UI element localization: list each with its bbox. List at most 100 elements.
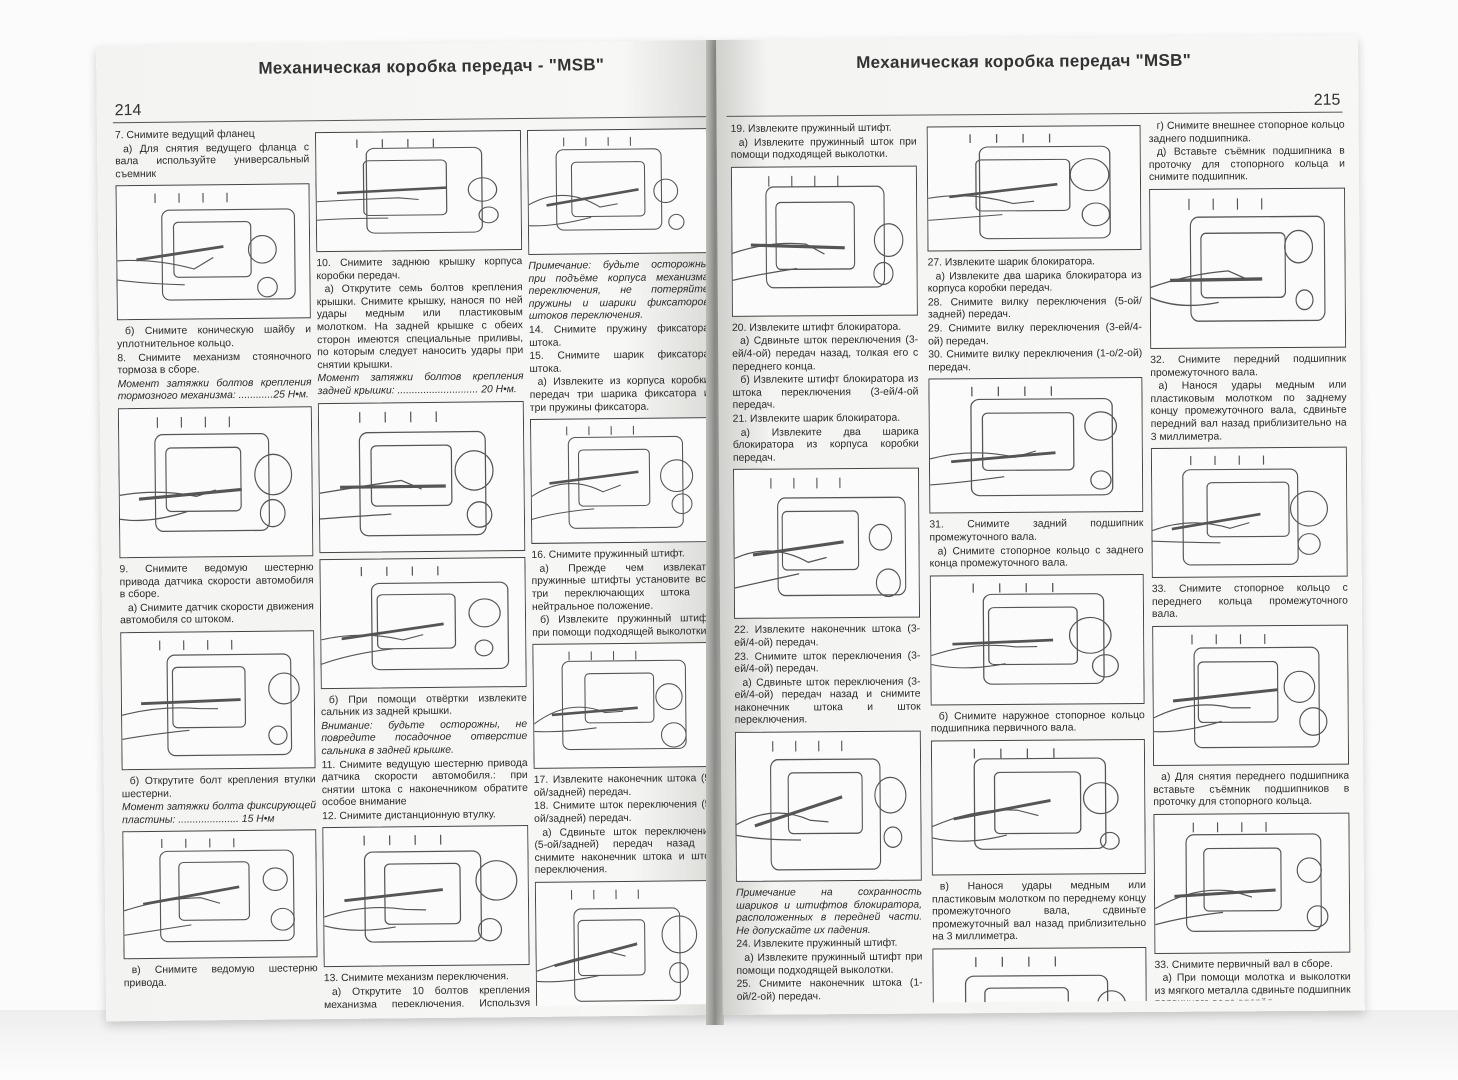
instruction-step: 30. Снимите вилку переключения (1-о/2-ой… bbox=[928, 348, 1143, 374]
instruction-step: 7. Снимите ведущий фланец bbox=[114, 128, 255, 142]
page-number: 215 bbox=[1313, 91, 1341, 109]
instruction-step: а) Открутите 10 болтов крепления механиз… bbox=[324, 985, 531, 1009]
instruction-block: б) При помощи отвёртки извлеките сальник… bbox=[321, 693, 528, 824]
instruction-block: 27. Извлеките шарик блокиратора.а) Извле… bbox=[928, 256, 1143, 375]
instruction-block: г) Снимите внешнее стопорное кольцо задн… bbox=[1149, 120, 1345, 185]
note-text: Примечание на сохранность шариков и штиф… bbox=[735, 886, 923, 937]
illustration-spring-pin-extraction bbox=[730, 165, 918, 317]
note-text: Внимание: будьте осторожны, не повредите… bbox=[321, 718, 528, 758]
instruction-step: 10. Снимите заднюю крышку корпуса коробк… bbox=[316, 256, 523, 282]
illustration-rear-cover-hammer bbox=[317, 400, 526, 553]
instruction-step: 11. Снимите ведущую шестерню привода дат… bbox=[321, 757, 528, 809]
instruction-block: в) Нанося удары медным или пластиковым м… bbox=[932, 880, 1146, 944]
table-surface bbox=[0, 1010, 1458, 1080]
instruction-step: 21. Извлеките шарик блокиратора. bbox=[732, 412, 901, 425]
illustration-front-bearing-puller bbox=[1153, 812, 1351, 954]
illustration-shift-rod-3-4 bbox=[734, 730, 922, 882]
instruction-step: а) Сдвиньте шток переключения (3-ей/4-ой… bbox=[732, 334, 919, 373]
instruction-step: 29. Снимите вилку переключения (3-ей/4-о… bbox=[927, 322, 1143, 348]
illustration-rear-cover-bolt bbox=[314, 130, 523, 253]
instruction-step: в) Снимите ведомую шестерню привода. bbox=[123, 963, 318, 990]
instruction-block: а) Для снятия переднего подшипника встав… bbox=[1153, 771, 1349, 810]
page-right: Механическая коробка передач "MSB" 215 1… bbox=[716, 35, 1365, 1015]
text-column: 10. Снимите заднюю крышку корпуса коробк… bbox=[314, 126, 530, 1008]
instruction-step: 33. Снимите первичный вал в сборе. bbox=[1154, 958, 1333, 971]
illustration-spring-pin-punch bbox=[532, 642, 714, 770]
instruction-block: 22. Извлеките наконечник штока (3-ей/4-о… bbox=[734, 624, 921, 728]
running-title: Механическая коробка передач "MSB" bbox=[856, 50, 1192, 73]
instruction-step: 31. Снимите задний подшипник промежуточн… bbox=[929, 518, 1144, 544]
illustration-detent-ball-removal bbox=[529, 417, 712, 545]
instruction-step: а) Прежде чем извлекать пружинные штифты… bbox=[531, 561, 712, 613]
instruction-step: 28. Снимите вилку переключения (5-ой/зад… bbox=[927, 295, 1142, 321]
open-book: Механическая коробка передач - "MSB" 214… bbox=[96, 35, 1365, 1025]
instruction-step: а) Извлеките два шарика блокиратора из к… bbox=[732, 426, 919, 464]
instruction-block: 33. Снимите первичный вал в сборе.а) При… bbox=[1154, 958, 1350, 1001]
instruction-block: б) Открутите болт крепления втулки шесте… bbox=[122, 774, 317, 827]
instruction-step: а) Для снятия ведущего фланца с вала исп… bbox=[115, 141, 310, 181]
illustration-speed-sensor-removal bbox=[120, 630, 316, 771]
instruction-step: 24. Извлеките пружинный штифт. bbox=[736, 938, 898, 951]
instruction-block: б) Снимите коническую шайбу и уплотнител… bbox=[117, 325, 312, 405]
instruction-block: 32. Снимите передний подшипник промежуто… bbox=[1150, 354, 1347, 445]
instruction-step: б) При помощи отвёртки извлеките сальник… bbox=[320, 692, 527, 719]
instruction-block: 33. Снимите стопорное кольцо с переднего… bbox=[1152, 583, 1348, 622]
illustration-bearing-puller bbox=[1149, 187, 1347, 349]
instruction-step: 15. Снимите шарик фиксатора штока. bbox=[529, 349, 710, 375]
instruction-block: 9. Снимите ведомую шестерню привода датч… bbox=[119, 562, 314, 628]
instruction-step: 17. Извлеките наконечник штока (5-ой/зад… bbox=[533, 773, 714, 799]
instruction-step: 25. Снимите наконечник штока (1-ой/2-ой)… bbox=[736, 977, 923, 1003]
instruction-step: в) Нанося удары медным или пластиковым м… bbox=[931, 879, 1147, 943]
instruction-step: 23. Снимите шток переключения (3-ей/4-ой… bbox=[734, 650, 921, 675]
text-column: г) Снимите внешнее стопорное кольцо задн… bbox=[1149, 120, 1351, 1001]
torque-spec: Момент затяжки болтов крепления тормозно… bbox=[117, 376, 312, 403]
illustration-shift-housing-lift bbox=[526, 128, 709, 255]
instruction-step: а) Извлеките пружинный шток при помощи п… bbox=[730, 136, 917, 162]
note-text: Примечание: будьте осторожны при подъёме… bbox=[528, 259, 709, 323]
illustration-shift-rod-removal bbox=[534, 880, 717, 1006]
text-column: Примечание: будьте осторожны при подъёме… bbox=[526, 124, 717, 1006]
instruction-step: 12. Снимите дистанционную втулку. bbox=[322, 809, 496, 823]
instruction-step: а) Открутите семь болтов крепления крышк… bbox=[316, 282, 524, 371]
instruction-block: 19. Извлеките пружинный штифт.а) Извлеки… bbox=[731, 123, 917, 163]
running-title: Механическая коробка передач - "MSB" bbox=[258, 55, 605, 78]
instruction-step: б) Извлеките пружинный штифт при помощи … bbox=[532, 613, 713, 639]
instruction-step: а) Снимите стопорное кольцо с заднего ко… bbox=[929, 544, 1144, 570]
illustration-countershaft-tap bbox=[932, 946, 1147, 1003]
instruction-step: 19. Извлеките пружинный штифт. bbox=[730, 122, 892, 135]
instruction-step: а) Извлеките из корпуса коробки передач … bbox=[529, 375, 710, 414]
instruction-block: 10. Снимите заднюю крышку корпуса коробк… bbox=[316, 256, 523, 399]
text-column: 27. Извлеките шарик блокиратора.а) Извле… bbox=[926, 121, 1147, 1003]
instruction-step: б) Снимите коническую шайбу и уплотнител… bbox=[117, 324, 312, 351]
instruction-step: 18. Снимите шток переключения (5-ой/задн… bbox=[533, 799, 715, 825]
page-number: 214 bbox=[114, 102, 142, 120]
instruction-step: 14. Снимите пружину фиксатора штока. bbox=[528, 323, 710, 349]
header-rule bbox=[726, 111, 1343, 117]
instruction-block: 13. Снимите механизм переключения.а) Отк… bbox=[324, 971, 530, 1008]
instruction-step: 13. Снимите механизм переключения. bbox=[323, 971, 509, 985]
instruction-step: 22. Извлеките наконечник штока (3-ей/4-о… bbox=[734, 623, 921, 649]
illustration-parking-brake-removal bbox=[117, 406, 314, 559]
illustration-front-snap-ring bbox=[1152, 624, 1350, 766]
instruction-block: 16. Снимите пружинный штифт.а) Прежде че… bbox=[531, 548, 712, 640]
instruction-block: Примечание: будьте осторожны при подъёме… bbox=[528, 259, 710, 415]
torque-spec: Момент затяжки болта фиксирующей пластин… bbox=[121, 800, 317, 826]
instruction-step: 27. Извлеките шарик блокиратора. bbox=[927, 256, 1096, 269]
instruction-step: а) При помощи молотка и выколотки из мяг… bbox=[1154, 971, 1351, 1001]
instruction-block: 17. Извлеките наконечник штока (5-ой/зад… bbox=[534, 773, 715, 878]
torque-spec: Момент затяжки болтов крепления задней к… bbox=[317, 371, 524, 398]
instruction-step: б) Извлеките штифт блокиратора из штока … bbox=[732, 373, 919, 412]
instruction-step: 32. Снимите передний подшипник промежуто… bbox=[1150, 353, 1347, 379]
instruction-step: г) Снимите внешнее стопорное кольцо задн… bbox=[1148, 119, 1345, 145]
page-left: Механическая коробка передач - "MSB" 214… bbox=[96, 40, 725, 1022]
instruction-block: в) Снимите ведомую шестерню привода. bbox=[124, 963, 318, 990]
instruction-step: 8. Снимите механизм стояночного тормоза … bbox=[117, 350, 312, 377]
instruction-step: д) Вставьте съёмник подшипника в проточк… bbox=[1148, 145, 1345, 184]
illustration-oil-seal-removal bbox=[319, 556, 527, 689]
instruction-block: 31. Снимите задний подшипник промежуточн… bbox=[929, 518, 1143, 571]
illustration-shift-fork-removal bbox=[926, 125, 1142, 252]
instruction-block: б) Снимите наружное стопорное кольцо под… bbox=[931, 710, 1145, 737]
instruction-step: б) Снимите наружное стопорное кольцо под… bbox=[930, 709, 1145, 735]
